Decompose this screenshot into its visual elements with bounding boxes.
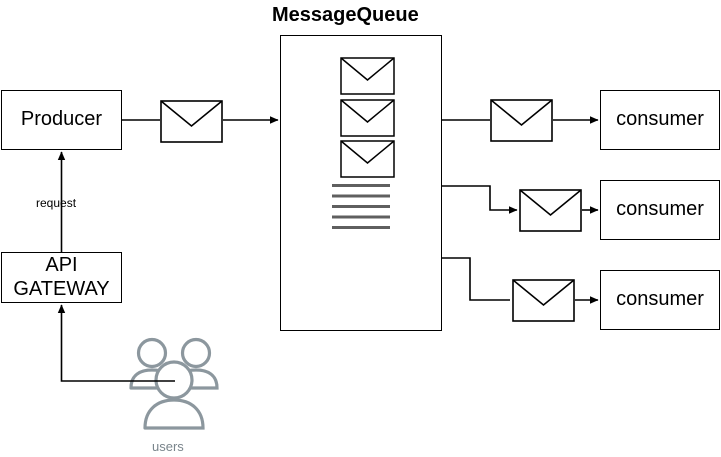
consumer-box-3[interactable]: consumer <box>600 270 720 330</box>
consumer-label-1: consumer <box>616 108 704 131</box>
envelope-icon-queue-2 <box>340 99 395 137</box>
diagram-title: MessageQueue <box>272 4 419 26</box>
envelope-icon-queue-3 <box>340 140 395 178</box>
envelope-icon-queue-1 <box>340 57 395 95</box>
envelope-icon-consumer-1 <box>490 99 553 142</box>
consumer-box-2[interactable]: consumer <box>600 180 720 240</box>
api-gateway-label-line1: API <box>45 253 78 276</box>
consumer-label-2: consumer <box>616 198 704 221</box>
producer-box[interactable]: Producer <box>1 90 122 150</box>
api-gateway-box[interactable]: API GATEWAY <box>1 252 122 303</box>
api-gateway-label-line2: GATEWAY <box>13 277 110 300</box>
users-group-icon <box>129 337 219 430</box>
consumer-box-1[interactable]: consumer <box>600 90 720 150</box>
request-label: request <box>36 196 77 210</box>
consumer-label-3: consumer <box>616 288 704 311</box>
envelope-icon-consumer-2 <box>519 189 582 232</box>
users-label: users <box>152 439 184 454</box>
producer-label: Producer <box>20 108 103 131</box>
envelope-icon-producer-out <box>160 100 223 143</box>
stacked-lines-icon-queue-backlog <box>332 184 390 229</box>
edge-queue-to-envelope-2 <box>442 185 518 214</box>
edge-queue-to-envelope-3 <box>442 257 510 301</box>
envelope-icon-consumer-3 <box>512 279 575 322</box>
